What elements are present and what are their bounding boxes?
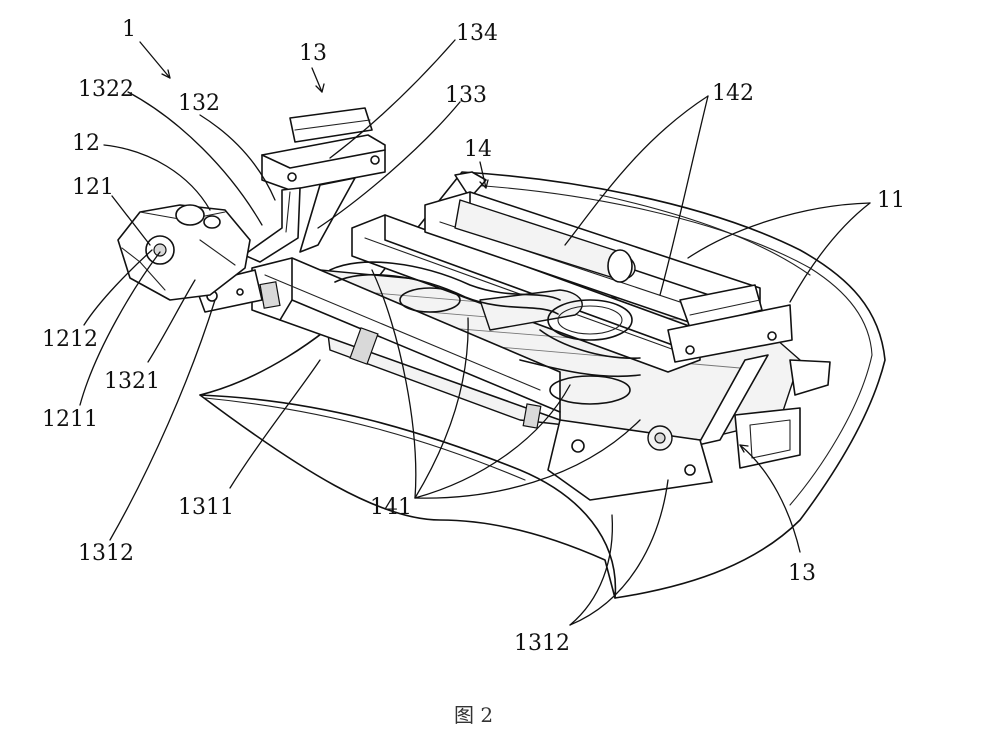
label-1312-bottom: 1312 — [514, 631, 570, 656]
label-13-right: 13 — [788, 561, 816, 586]
front-beam — [251, 257, 561, 421]
label-134: 134 — [456, 21, 498, 46]
label-1312-left: 1312 — [78, 541, 134, 566]
figure-caption: 图 2 — [454, 703, 493, 727]
label-1321: 1321 — [104, 369, 160, 394]
label-11: 11 — [877, 188, 905, 213]
label-1322: 1322 — [78, 77, 134, 102]
motor-unit — [117, 204, 251, 301]
label-142: 142 — [712, 81, 754, 106]
label-1311: 1311 — [178, 495, 234, 520]
label-13-top: 13 — [299, 41, 327, 66]
label-1211: 1211 — [42, 407, 98, 432]
label-12: 12 — [72, 131, 100, 156]
label-121: 121 — [72, 175, 114, 200]
label-133: 133 — [445, 83, 487, 108]
reference-labels: 1 13 134 1322 132 133 142 12 14 121 11 1… — [42, 17, 905, 656]
label-1: 1 — [122, 17, 136, 42]
label-1212: 1212 — [42, 327, 98, 352]
label-132: 132 — [178, 91, 220, 116]
label-14: 14 — [464, 137, 492, 162]
left-bracket — [194, 107, 386, 313]
right-bracket — [522, 284, 831, 501]
leader-lines — [79, 39, 871, 626]
label-141: 141 — [370, 495, 412, 520]
slide-rails — [329, 191, 761, 405]
